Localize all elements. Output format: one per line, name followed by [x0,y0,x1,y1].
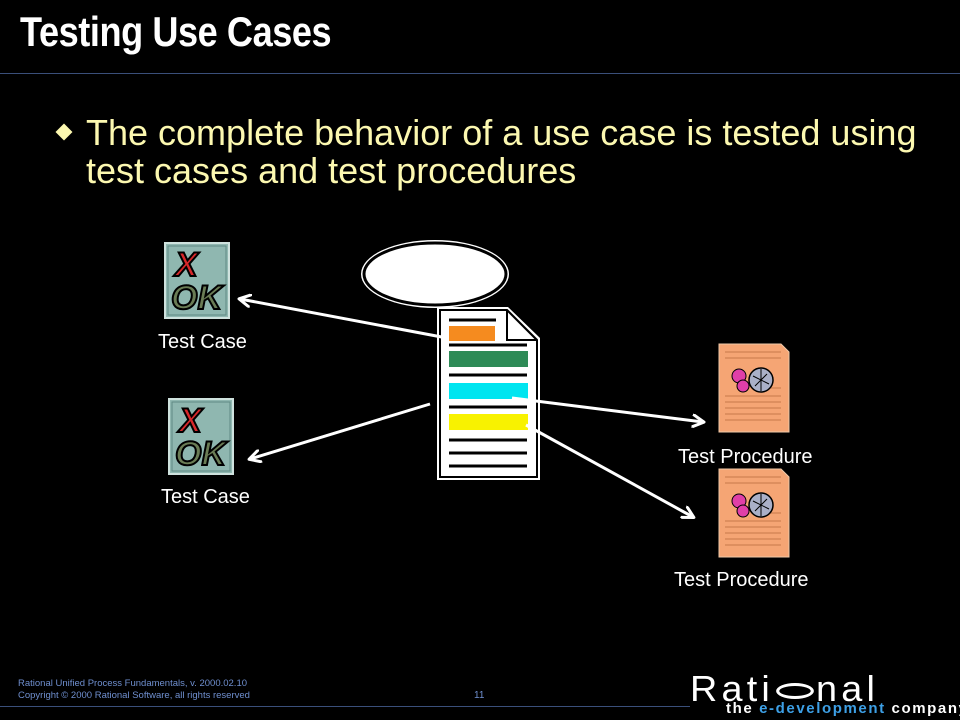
test-case-label: Test Case [158,331,247,353]
test-case-label: Test Case [161,486,250,508]
footer-copyright: Rational Unified Process Fundamentals, v… [18,678,250,702]
svg-text:OK: OK [175,435,228,473]
test-case-icon: X OK [168,398,234,475]
footer-divider [0,706,690,707]
svg-text:X: X [177,402,204,440]
use-case-document-icon [437,307,540,480]
yellow-flow-bar [449,414,528,430]
test-procedure-label: Test Procedure [674,569,809,591]
logo-ring-icon [776,683,814,700]
title-divider [0,73,960,74]
orange-flow-bar [449,326,495,341]
footer-line-1: Rational Unified Process Fundamentals, v… [18,678,248,689]
bullet-text: The complete behavior of a use case is t… [86,112,917,191]
slide-title: Testing Use Cases [20,8,332,55]
test-case-icon: X OK [164,242,230,319]
page-number: 11 [474,690,485,701]
test-procedure-label: Test Procedure [678,446,813,468]
svg-text:OK: OK [171,279,224,317]
cyan-flow-bar [449,383,528,399]
footer-line-2: Copyright © 2000 Rational Software, all … [18,690,250,701]
test-procedure-icon [718,343,790,433]
arrow-to-test-procedure-2 [525,423,693,517]
arrow-to-test-case-2 [250,402,431,459]
use-case-ellipse [361,240,509,308]
logo-tagline: the e-development company [726,700,960,717]
green-flow-bar [449,351,528,367]
arrow-to-test-procedure-1 [511,396,703,422]
svg-text:X: X [173,246,200,284]
arrow-to-test-case-1 [240,299,448,340]
test-procedure-icon [718,468,790,558]
